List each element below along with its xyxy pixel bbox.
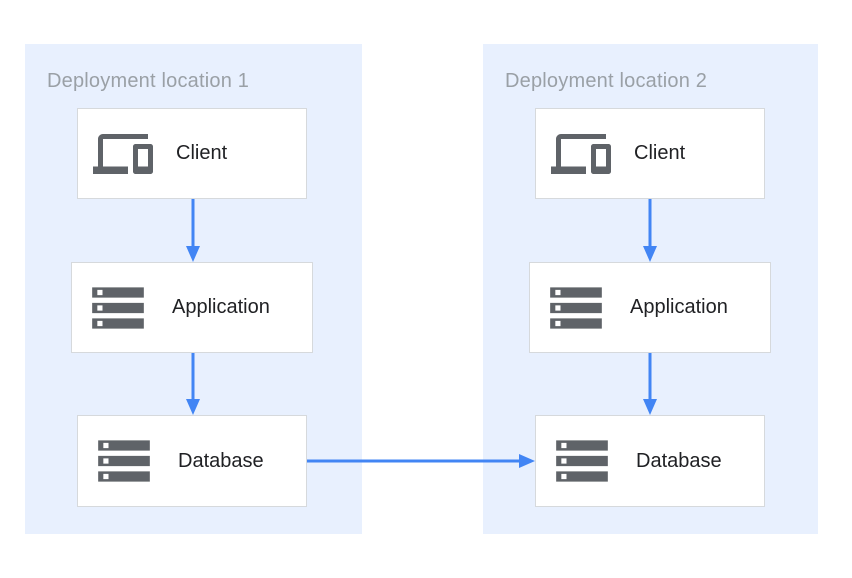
server-stack-icon <box>87 277 149 339</box>
deployment-location-1-panel: Deployment location 1 Client Application <box>25 44 362 534</box>
node-label: Application <box>172 296 270 318</box>
node-application: Application <box>71 262 313 353</box>
node-label: Application <box>630 296 728 318</box>
devices-icon <box>551 124 611 184</box>
arrow-client-application <box>186 199 200 262</box>
arrow-database-database <box>307 454 535 468</box>
node-client: Client <box>535 108 765 199</box>
server-stack-icon <box>551 430 613 492</box>
node-application: Application <box>529 262 771 353</box>
node-label: Database <box>178 449 264 472</box>
node-database: Database <box>535 415 765 507</box>
node-database: Database <box>77 415 307 507</box>
arrow-application-database <box>643 353 657 415</box>
server-stack-icon <box>545 277 607 339</box>
server-stack-icon <box>93 430 155 492</box>
devices-icon <box>93 124 153 184</box>
panel-title: Deployment location 2 <box>505 70 708 92</box>
deployment-location-2-panel: Deployment location 2 Client Application <box>483 44 818 534</box>
node-label: Database <box>636 449 722 472</box>
node-label: Client <box>634 142 686 164</box>
arrow-client-application <box>643 199 657 262</box>
node-client: Client <box>77 108 307 199</box>
panel-title: Deployment location 1 <box>47 70 250 92</box>
arrow-application-database <box>186 353 200 415</box>
node-label: Client <box>176 142 228 164</box>
